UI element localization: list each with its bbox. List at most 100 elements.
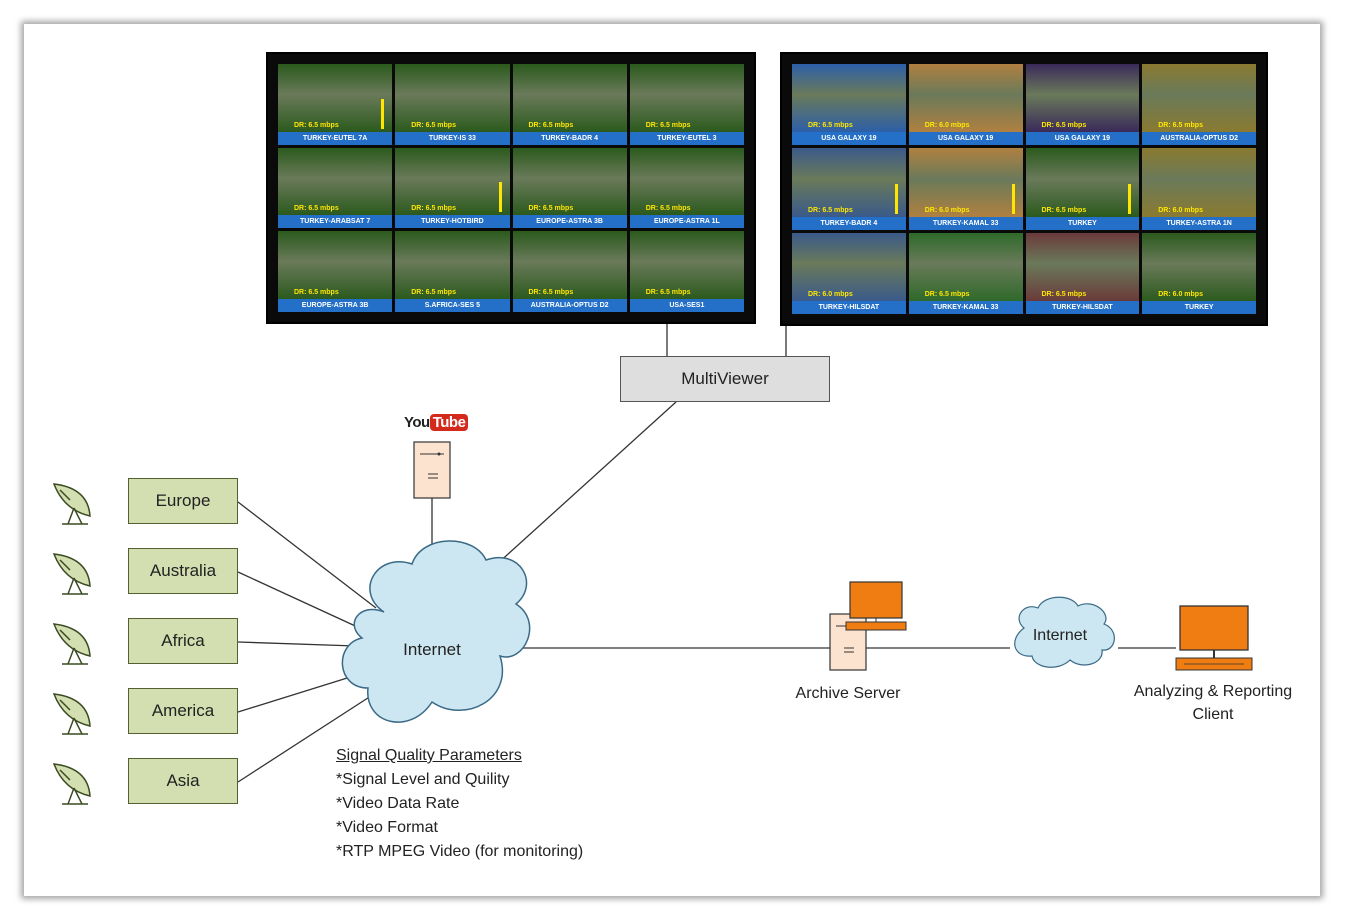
channel-caption: TURKEY bbox=[1142, 301, 1256, 314]
channel-caption: TURKEY-HILSDAT bbox=[792, 301, 906, 314]
channel-thumbnail bbox=[1142, 64, 1256, 133]
region-label: America bbox=[151, 701, 215, 720]
data-rate-label: DR: 6.5 mbps bbox=[1158, 122, 1203, 130]
level-meter bbox=[381, 98, 385, 129]
channel-caption: USA GALAXY 19 bbox=[908, 132, 1023, 146]
data-rate-label: DR: 6.5 mbps bbox=[1041, 122, 1087, 130]
internet-label: Internet bbox=[403, 640, 461, 659]
channel-thumbnail bbox=[908, 232, 1023, 301]
channel-thumbnail bbox=[278, 64, 393, 132]
channel-caption: EUROPE-ASTRA 3B bbox=[278, 298, 393, 312]
data-rate-label: DR: 6.5 mbps bbox=[528, 288, 574, 296]
satellite-dish-icon bbox=[52, 483, 91, 525]
region-label: Europe bbox=[155, 491, 211, 510]
channel-caption: TURKEY-HILSDAT bbox=[1025, 301, 1140, 314]
channel-caption: TURKEY-IS 33 bbox=[395, 131, 510, 145]
channel-thumbnail bbox=[629, 64, 744, 132]
satellite-dish-icon bbox=[52, 763, 91, 805]
signal-quality-title: Signal Quality Parameters bbox=[336, 747, 522, 764]
data-rate-label: DR: 6.5 mbps bbox=[645, 288, 691, 296]
channel-thumbnail bbox=[908, 64, 1023, 133]
channel-caption: TURKEY-EUTEL 3 bbox=[629, 131, 744, 145]
client-label: Analyzing & Reporting Client bbox=[1133, 683, 1293, 723]
data-rate-label: DR: 6.0 mbps bbox=[924, 206, 970, 214]
data-rate-label: DR: 6.5 mbps bbox=[411, 205, 456, 213]
channel-thumbnail bbox=[792, 148, 906, 217]
channel-caption: TURKEY-KAMAL 33 bbox=[908, 216, 1023, 230]
data-rate-label: DR: 6.5 mbps bbox=[294, 288, 339, 296]
level-meter bbox=[1011, 183, 1015, 214]
internet-small-cloud-icon bbox=[1014, 596, 1115, 668]
channel-thumbnail bbox=[512, 231, 627, 299]
channel-thumbnail bbox=[908, 148, 1023, 217]
level-meter bbox=[894, 183, 898, 214]
level-meter bbox=[498, 182, 502, 213]
region-africa: Africa bbox=[128, 618, 238, 664]
channel-thumbnail bbox=[1142, 232, 1256, 301]
region-asia: Asia bbox=[128, 758, 238, 804]
channel-caption: TURKEY-EUTEL 7A bbox=[278, 131, 393, 145]
data-rate-label: DR: 6.5 mbps bbox=[1041, 291, 1087, 298]
multiviewer-label: MultiViewer bbox=[681, 369, 769, 388]
region-label: Australia bbox=[149, 561, 217, 580]
channel-thumbnail bbox=[395, 231, 510, 299]
channel-thumbnail bbox=[629, 147, 744, 216]
data-rate-label: DR: 6.5 mbps bbox=[1041, 206, 1087, 214]
data-rate-label: DR: 6.5 mbps bbox=[528, 121, 574, 129]
region-europe: Europe bbox=[128, 478, 238, 524]
channel-thumbnail bbox=[395, 64, 510, 132]
channel-caption: TURKEY-BADR 4 bbox=[512, 131, 627, 145]
satellite-dish-icon bbox=[52, 693, 91, 735]
signal-quality-item: *Video Format bbox=[336, 819, 438, 836]
channel-caption: TURKEY bbox=[1025, 216, 1140, 230]
channel-caption: USA-SES1 bbox=[629, 298, 744, 312]
connection-lines bbox=[52, 322, 1253, 805]
data-rate-label: DR: 6.0 mbps bbox=[1158, 206, 1203, 214]
channel-thumbnail bbox=[395, 147, 510, 216]
data-rate-label: DR: 6.5 mbps bbox=[924, 291, 970, 298]
channel-thumbnail bbox=[1025, 232, 1140, 301]
youtube-server-icon bbox=[413, 441, 451, 499]
region-america: America bbox=[128, 688, 238, 734]
signal-quality-item: *Video Data Rate bbox=[336, 795, 460, 812]
region-australia: Australia bbox=[128, 548, 238, 594]
channel-thumbnail bbox=[278, 231, 393, 299]
data-rate-label: DR: 6.5 mbps bbox=[294, 121, 339, 129]
channel-caption: S.AFRICA-SES 5 bbox=[395, 298, 510, 312]
data-rate-label: DR: 6.0 mbps bbox=[924, 122, 970, 130]
channel-thumbnail bbox=[1142, 148, 1256, 217]
client-computer-icon bbox=[1175, 605, 1253, 671]
data-rate-label: DR: 6.5 mbps bbox=[645, 205, 691, 213]
channel-caption: AUSTRALIA-OPTUS D2 bbox=[512, 298, 627, 312]
channel-caption: USA GALAXY 19 bbox=[792, 132, 906, 146]
archive-server-label: Archive Server bbox=[795, 685, 901, 702]
channel-caption: TURKEY-KAMAL 33 bbox=[908, 301, 1023, 314]
signal-quality-item: *RTP MPEG Video (for monitoring) bbox=[336, 843, 584, 860]
channel-caption: TURKEY-ARABSAT 7 bbox=[278, 215, 393, 229]
data-rate-label: DR: 6.5 mbps bbox=[528, 205, 574, 213]
satellite-dish-icon bbox=[52, 623, 91, 665]
region-label: Africa bbox=[161, 631, 205, 650]
signal-quality-notes: Signal Quality Parameters *Signal Level … bbox=[336, 744, 583, 864]
